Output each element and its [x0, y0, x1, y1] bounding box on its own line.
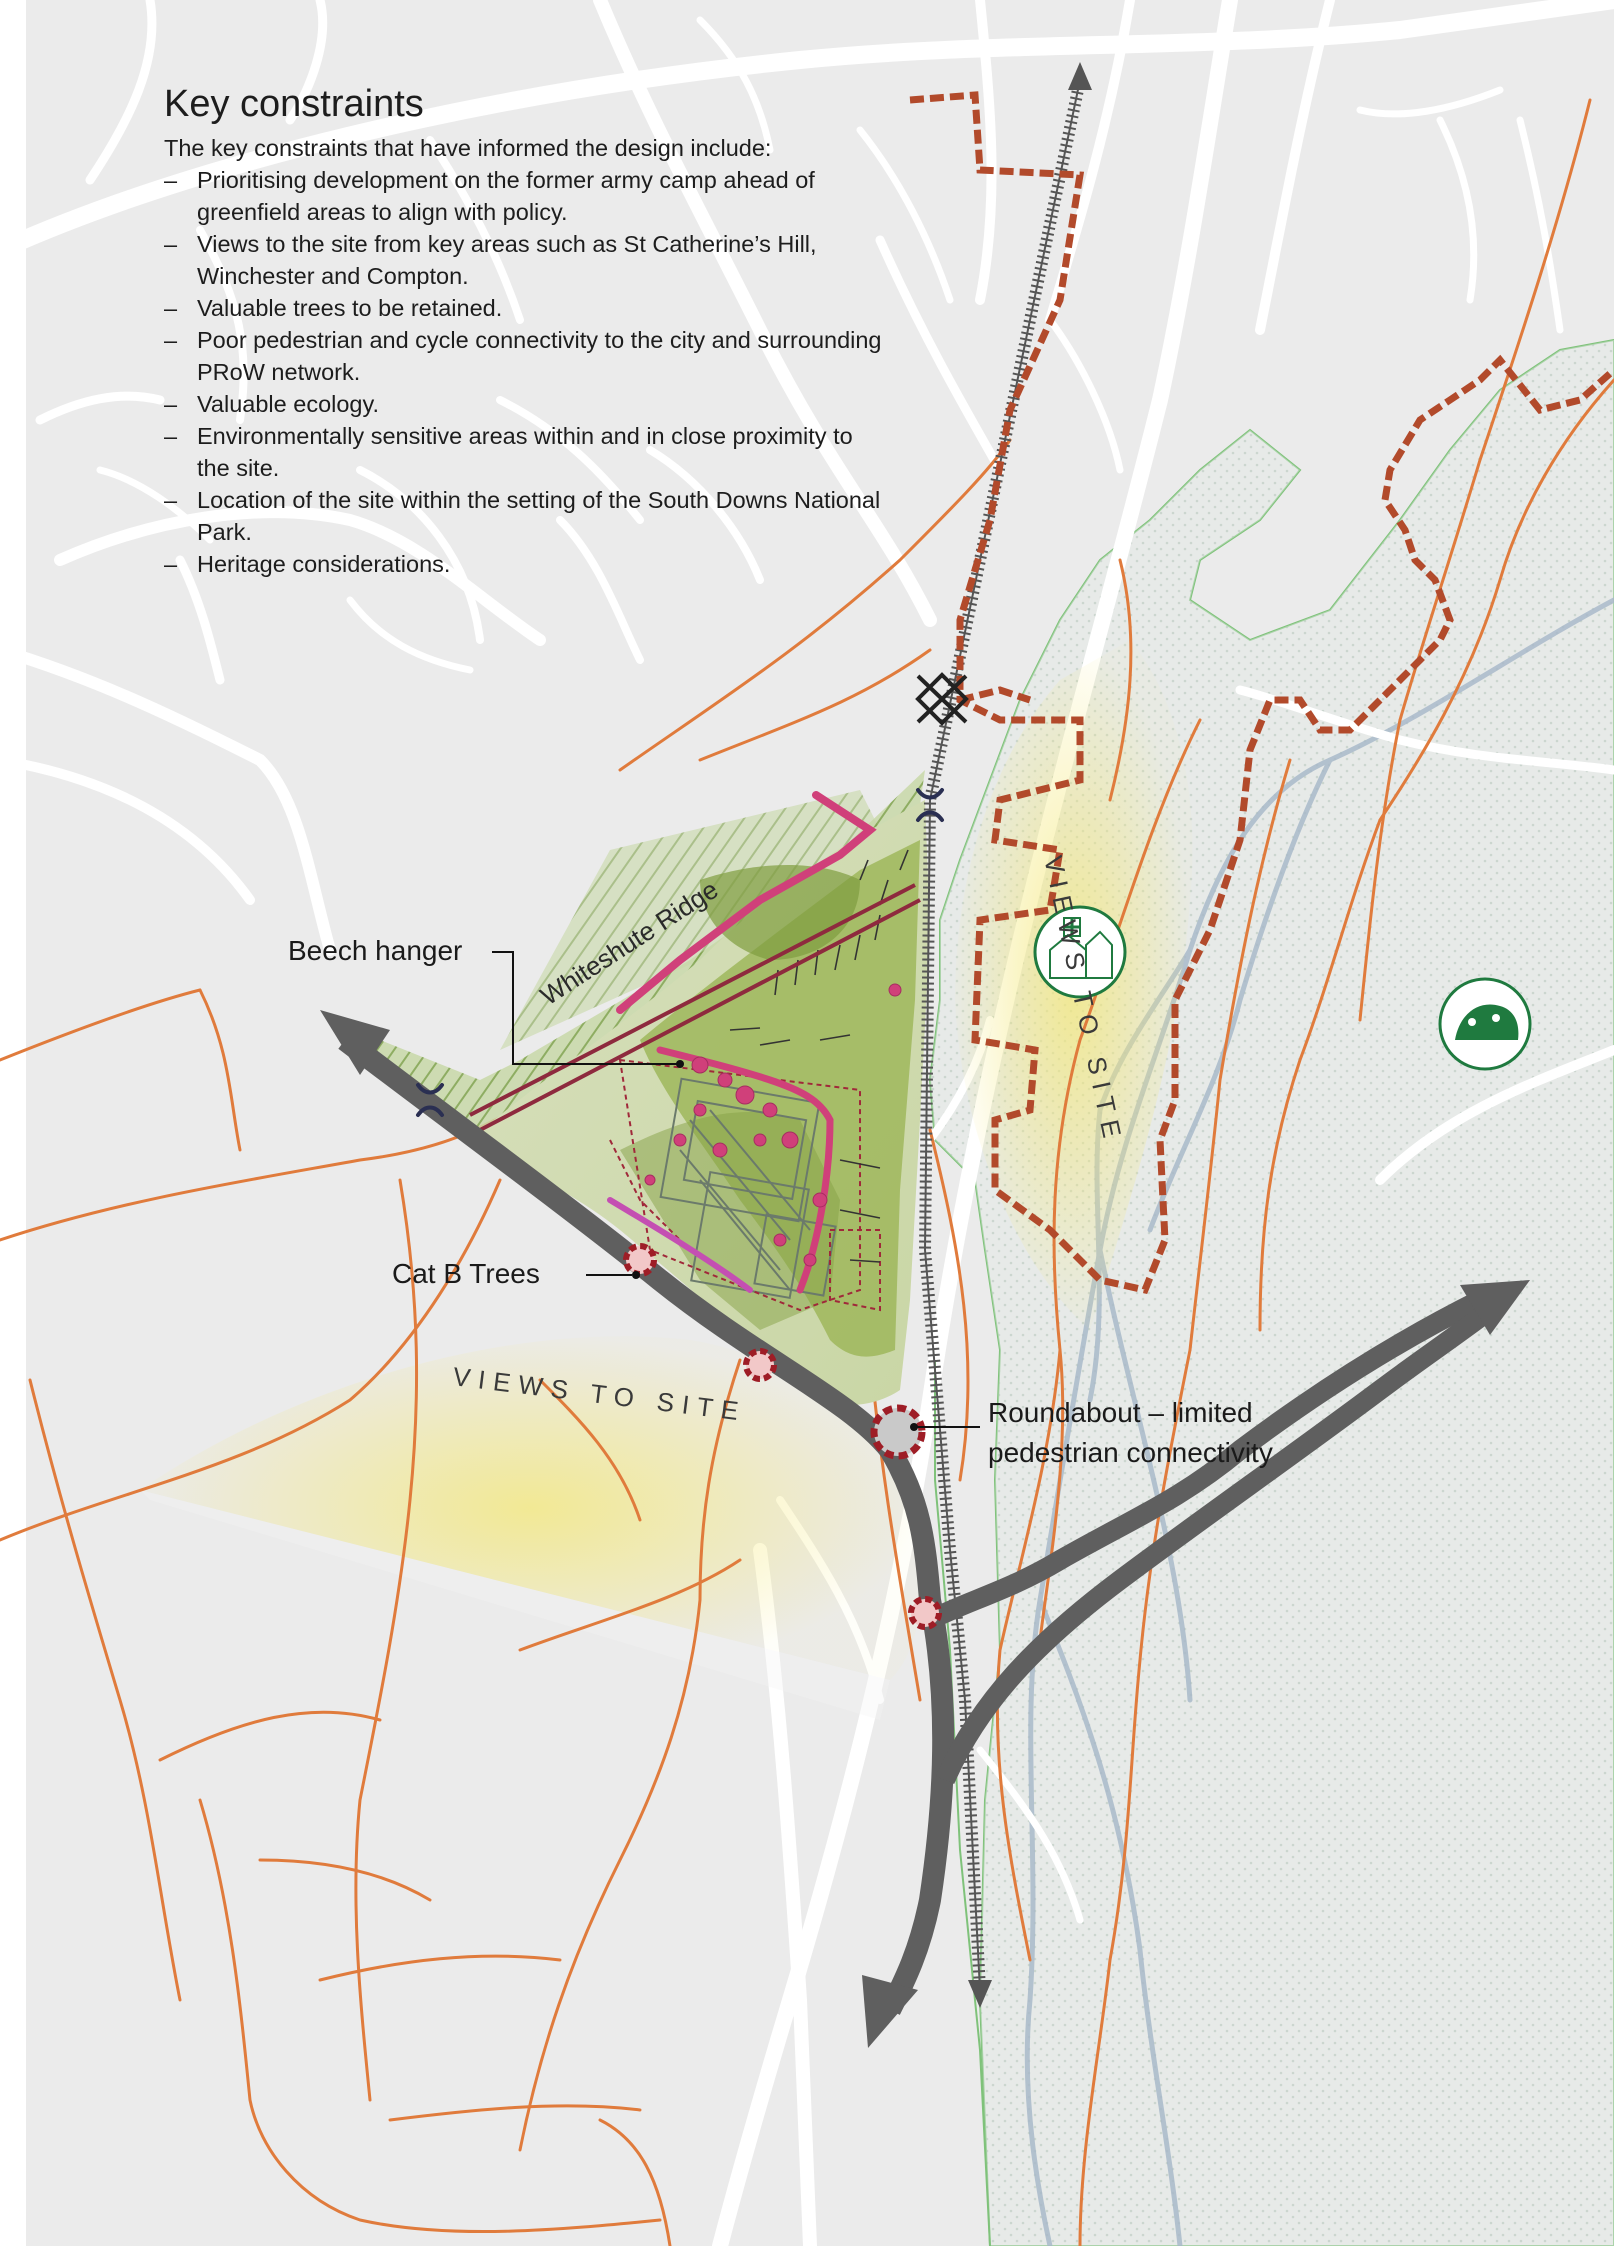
constraints-list: –Prioritising development on the former … — [164, 164, 884, 580]
railway-arrow-south — [968, 1980, 992, 2008]
railway-arrow-north — [1068, 62, 1092, 90]
list-item: –Location of the site within the setting… — [164, 487, 881, 545]
panel-intro: The key constraints that have informed t… — [164, 135, 772, 161]
road-arrow-northeast — [1460, 1280, 1530, 1335]
site-inner-boundaries — [609, 1058, 881, 1312]
list-item: –Poor pedestrian and cycle connectivity … — [164, 327, 882, 385]
roundabout-label: Roundabout – limited pedestrian connecti… — [988, 1397, 1273, 1468]
roundabout-markers — [623, 1243, 942, 1630]
list-item: –Valuable trees to be retained. — [164, 295, 503, 321]
list-item: –Valuable ecology. — [164, 391, 380, 417]
list-item: –Environmentally sensitive areas within … — [164, 423, 853, 481]
heritage-boundary — [909, 91, 1614, 1295]
list-item: –Views to the site from key areas such a… — [164, 231, 817, 289]
beech-hanger-label: Beech hanger — [288, 935, 463, 966]
bridge-icon — [416, 788, 944, 1117]
list-item: –Heritage considerations. — [164, 551, 451, 577]
hospital-icon — [1033, 905, 1127, 999]
power-line — [479, 898, 921, 1132]
panel-title: Key constraints — [164, 83, 424, 125]
cat-b-trees-label: Cat B Trees — [392, 1258, 540, 1289]
leader-lines — [492, 951, 980, 1428]
key-constraints-panel: Key constraints The key constraints that… — [164, 82, 884, 580]
crossing-icon — [915, 672, 969, 726]
national-park-icon — [1438, 977, 1532, 1071]
views-cone-south — [140, 1336, 921, 1680]
main-road-arrows — [338, 1031, 1496, 2015]
road-arrow-northwest — [320, 1010, 390, 1075]
tree-points — [644, 983, 902, 1267]
list-item: –Prioritising development on the former … — [164, 167, 815, 225]
beech-hanger-edges — [607, 791, 877, 1294]
road-arrow-south — [862, 1975, 918, 2048]
